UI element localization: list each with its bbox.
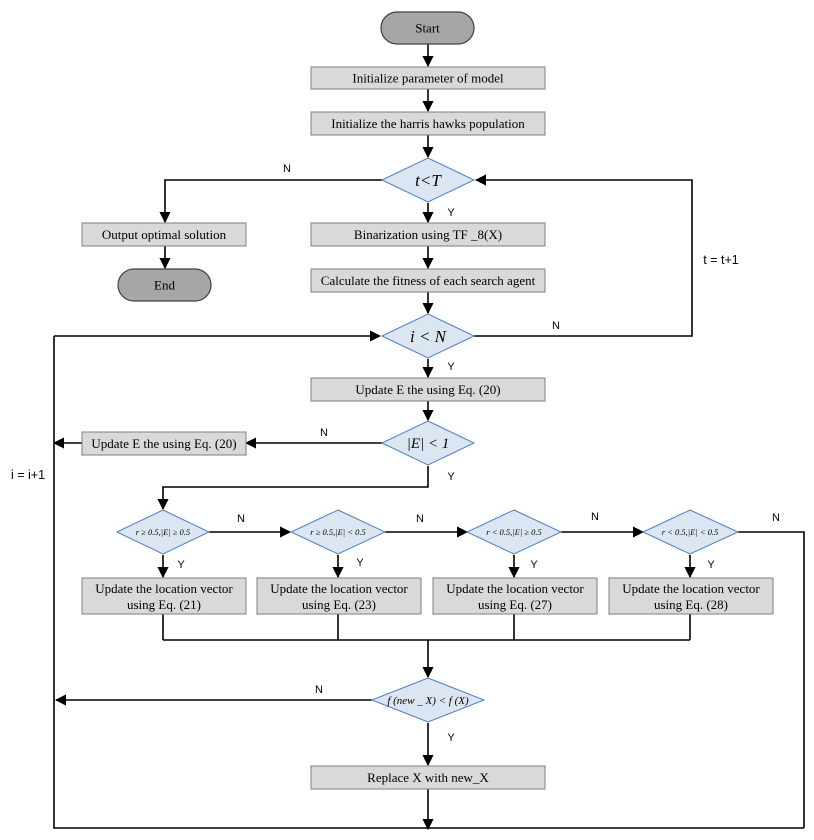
label-n-condt: N: [283, 163, 291, 175]
cond-e-node: |E| < 1: [380, 420, 476, 466]
update-eq23-line1: Update the location vector: [270, 581, 408, 596]
init-param-box: [310, 66, 546, 90]
init-pop-label: Initialize the harris hawks population: [331, 116, 525, 131]
label-n-r4: N: [772, 512, 780, 524]
start-node: Start: [380, 11, 475, 45]
update-eq28-line2: using Eq. (28): [654, 597, 728, 612]
cond-r2-diamond: [289, 509, 387, 555]
fitness-box: [310, 268, 546, 293]
connectors: [52, 44, 805, 831]
replace-label: Replace X with new_X: [367, 770, 489, 785]
update-eq27-box: [432, 577, 598, 615]
label-n-r1: N: [237, 513, 245, 525]
cond-t-label: t<T: [415, 171, 442, 190]
cond-f-label: f (new _ X) < f (X): [387, 695, 469, 707]
edge-bottom-loop: [53, 336, 804, 829]
init-pop-box: [310, 111, 546, 136]
update-eq21-node: Update the location vector using Eq. (21…: [81, 577, 247, 615]
output-node: Output optimal solution: [81, 222, 247, 247]
cond-r1-diamond: [115, 509, 211, 555]
cond-r4-node: r < 0.5,|E| < 0.5: [641, 509, 740, 555]
label-y-condt: Y: [447, 207, 455, 219]
label-t-increment: t = t+1: [703, 253, 738, 267]
edge-r4-right: [738, 531, 805, 828]
label-y-r2: Y: [356, 557, 364, 569]
label-n-r2: N: [416, 513, 424, 525]
start-label: Start: [415, 21, 440, 36]
label-y-condf: Y: [447, 732, 455, 744]
cond-r1-label: r ≥ 0.5,|E| ≥ 0.5: [136, 527, 190, 537]
update-eq28-node: Update the location vector using Eq. (28…: [608, 577, 774, 615]
replace-node: Replace X with new_X: [310, 765, 546, 790]
label-y-r3: Y: [530, 559, 538, 571]
edge-conde-r1: [157, 466, 429, 511]
binarization-label: Binarization using TF _8(X): [354, 227, 502, 242]
update-eq23-node: Update the location vector using Eq. (23…: [256, 577, 422, 615]
update-eq23-box: [256, 577, 422, 615]
update-eq27-line2: using Eq. (27): [478, 597, 552, 612]
cond-r2-node: r ≥ 0.5,|E| < 0.5: [289, 509, 387, 555]
update-e-left-box: [81, 431, 247, 456]
update-eq21-box: [81, 577, 247, 615]
update-eq27-line1: Update the location vector: [446, 581, 584, 596]
fitness-label: Calculate the fitness of each search age…: [321, 273, 536, 288]
label-y-r4: Y: [707, 559, 715, 571]
output-box: [81, 222, 247, 247]
cond-r2-label: r ≥ 0.5,|E| < 0.5: [310, 527, 365, 537]
end-shape: [117, 268, 212, 302]
update-e-left-node: Update E the using Eq. (20): [81, 431, 247, 456]
binarization-box: [310, 222, 546, 247]
cond-i-diamond: [380, 313, 476, 359]
start-shape: [380, 11, 475, 45]
update-e-label: Update E the using Eq. (20): [355, 382, 500, 397]
label-i-increment: i = i+1: [11, 468, 45, 482]
cond-r3-node: r < 0.5,|E| ≥ 0.5: [465, 509, 563, 555]
init-param-label: Initialize parameter of model: [352, 71, 504, 86]
cond-t-diamond: [380, 157, 476, 203]
init-param-node: Initialize parameter of model: [310, 66, 546, 90]
label-n-r3: N: [591, 511, 599, 523]
cond-i-node: i < N: [380, 313, 476, 359]
update-e-box: [310, 377, 546, 402]
update-eq23-line2: using Eq. (23): [302, 597, 376, 612]
fitness-node: Calculate the fitness of each search age…: [310, 268, 546, 293]
edge-condi-loop-t: [474, 174, 693, 337]
end-label: End: [154, 278, 175, 293]
label-n-condf: N: [315, 684, 323, 696]
cond-t-node: t<T: [380, 157, 476, 203]
replace-box: [310, 765, 546, 790]
output-label: Output optimal solution: [102, 227, 227, 242]
cond-f-node: f (new _ X) < f (X): [370, 677, 486, 723]
update-eq21-line2: using Eq. (21): [127, 597, 201, 612]
init-pop-node: Initialize the harris hawks population: [310, 111, 546, 136]
update-eq27-node: Update the location vector using Eq. (27…: [432, 577, 598, 615]
edge-condt-output: [159, 179, 382, 224]
update-eq21-line1: Update the location vector: [95, 581, 233, 596]
cond-i-label: i < N: [410, 327, 448, 346]
update-e-left-label: Update E the using Eq. (20): [91, 436, 236, 451]
edge-labels: N Y t = t+1 N Y N Y i = i+1 N N N N Y Y …: [11, 163, 780, 744]
label-y-r1: Y: [177, 559, 185, 571]
cond-e-label: |E| < 1: [407, 436, 450, 452]
cond-r3-label: r < 0.5,|E| ≥ 0.5: [486, 527, 541, 537]
update-e-node: Update E the using Eq. (20): [310, 377, 546, 402]
cond-r4-diamond: [641, 509, 740, 555]
update-eq28-line1: Update the location vector: [622, 581, 760, 596]
update-eq28-box: [608, 577, 774, 615]
cond-r3-diamond: [465, 509, 563, 555]
label-y-conde: Y: [447, 471, 455, 483]
cond-e-diamond: [380, 420, 476, 466]
cond-r4-label: r < 0.5,|E| < 0.5: [662, 527, 719, 537]
label-n-condi: N: [552, 320, 560, 332]
cond-r1-node: r ≥ 0.5,|E| ≥ 0.5: [115, 509, 211, 555]
cond-f-diamond: [370, 677, 486, 723]
label-n-conde: N: [320, 427, 328, 439]
end-node: End: [117, 268, 212, 302]
binarization-node: Binarization using TF _8(X): [310, 222, 546, 247]
label-y-condi: Y: [447, 361, 455, 373]
